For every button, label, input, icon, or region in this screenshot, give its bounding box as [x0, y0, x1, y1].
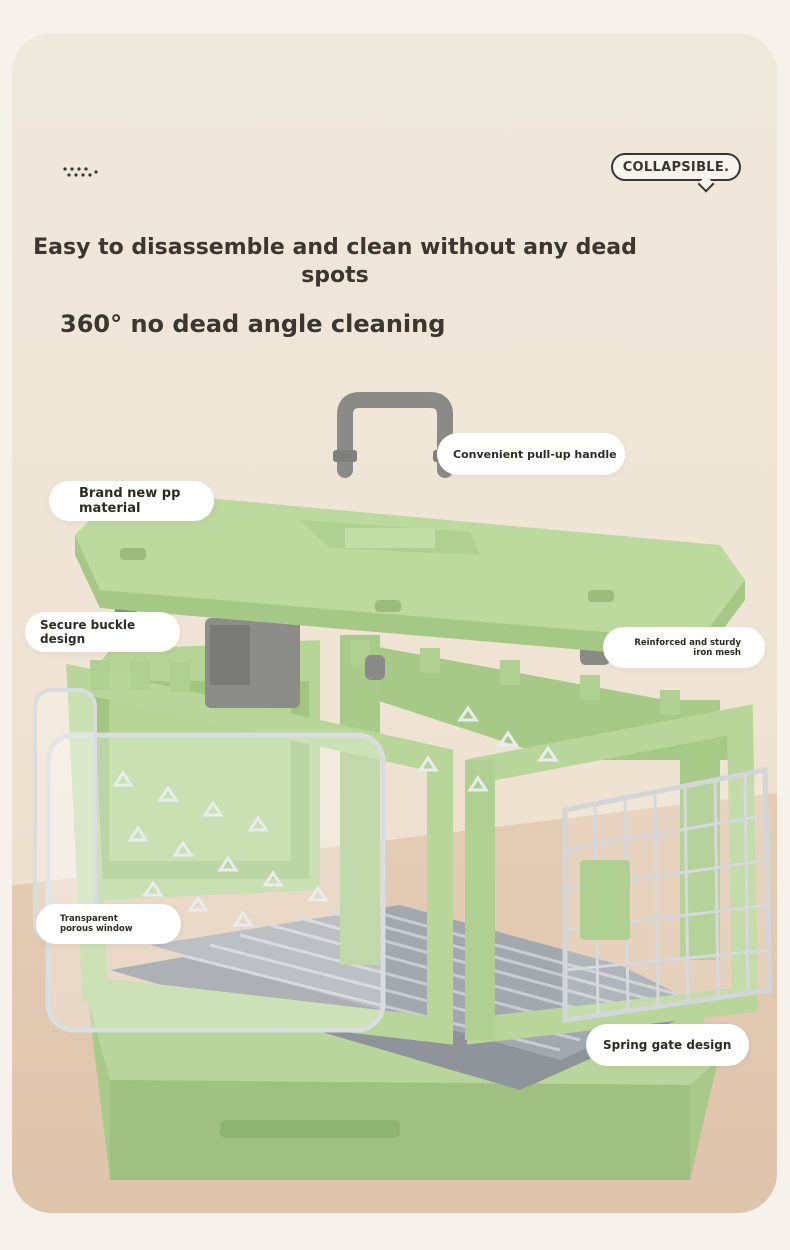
transparent-window	[33, 688, 559, 1033]
callout-window: Transparent porous window	[36, 904, 181, 944]
callout-handle: Convenient pull-up handle	[437, 433, 625, 475]
callout-gate-label: Spring gate design	[603, 1038, 732, 1052]
callout-gate: Spring gate design	[586, 1024, 749, 1066]
callout-buckle: Secure buckle design	[25, 612, 180, 652]
callout-iron-mesh: Reinforced and sturdy iron mesh	[603, 627, 765, 668]
callout-material-label: Brand new pp material	[79, 486, 181, 516]
callout-material: Brand new pp material	[49, 481, 214, 521]
callout-handle-label: Convenient pull-up handle	[453, 447, 617, 461]
callout-buckle-label: Secure buckle design	[40, 618, 136, 646]
collapsible-badge: COLLAPSIBLE.	[611, 153, 741, 181]
decorative-dots-icon	[63, 167, 98, 177]
badge-label: COLLAPSIBLE.	[622, 159, 730, 175]
headline: Easy to disassemble and clean without an…	[33, 235, 637, 288]
spring-gate	[562, 766, 773, 1023]
subheadline: 360° no dead angle cleaning	[60, 310, 446, 338]
callout-window-label: Transparent porous window	[60, 914, 133, 934]
callout-iron-mesh-label: Reinforced and sturdy iron mesh	[634, 637, 741, 658]
